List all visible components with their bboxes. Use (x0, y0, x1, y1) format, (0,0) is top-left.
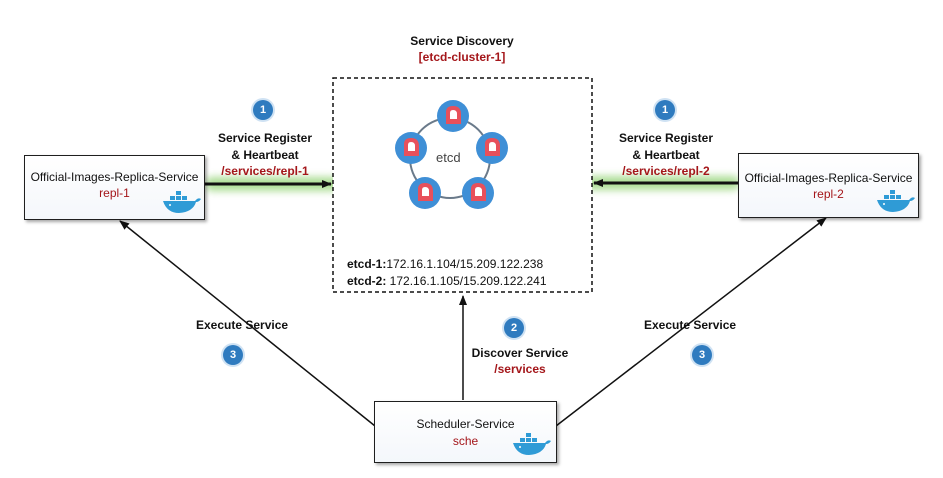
etcd-node-2: etcd-2: 172.16.1.105/15.209.122.241 (347, 274, 547, 288)
register-label-line2: & Heartbeat (632, 148, 700, 162)
etcd-node-icon (395, 132, 427, 164)
step-number-badge: 3 (692, 345, 712, 365)
etcd-node-1-address: 172.16.1.104/15.209.122.238 (386, 257, 544, 271)
register-path: /services/repl-2 (622, 164, 710, 178)
etcd-node-1: etcd-1:172.16.1.104/15.209.122.238 (347, 257, 543, 271)
docker-whale-icon (513, 433, 551, 455)
etcd-node-2-label: etcd-2: (347, 274, 387, 288)
etcd-cluster-icon (395, 100, 508, 209)
etcd-logo-label: etcd (436, 150, 461, 165)
service-name: Scheduler-Service (416, 417, 515, 431)
register-label-line1: Service Register (217, 131, 313, 145)
service-box-repl-1[interactable]: Official-Images-Replica-Service repl-1 (24, 155, 205, 220)
etcd-cluster-name: [etcd-cluster-1] (418, 50, 506, 64)
service-box-repl-2[interactable]: Official-Images-Replica-Service repl-2 (738, 153, 919, 218)
step-number-badge: 3 (223, 345, 243, 365)
service-discovery-title: Service Discovery (410, 34, 514, 48)
docker-whale-icon (877, 190, 915, 212)
etcd-node-icon (437, 100, 469, 132)
etcd-node-1-label: etcd-1: (347, 257, 387, 271)
discover-label: Discover Service (471, 346, 569, 360)
discover-path: /services (494, 362, 546, 376)
register-label-line1: Service Register (618, 131, 714, 145)
step-number-badge: 1 (655, 100, 675, 120)
step-number-badge: 2 (504, 318, 524, 338)
service-id: repl-2 (813, 187, 844, 201)
service-name: Official-Images-Replica-Service (744, 171, 913, 185)
execute-label-left: Execute Service (196, 318, 289, 332)
service-id: repl-1 (99, 186, 130, 200)
execute-arrow-left (119, 220, 376, 427)
etcd-node-icon (409, 177, 441, 209)
execute-arrow-right (555, 217, 827, 427)
step-number-badge: 1 (253, 100, 273, 120)
service-id: sche (452, 434, 479, 448)
etcd-node-icon (476, 132, 508, 164)
register-label-line2: & Heartbeat (231, 148, 299, 162)
service-name: Official-Images-Replica-Service (30, 170, 199, 184)
service-box-scheduler[interactable]: Scheduler-Service sche (374, 401, 557, 463)
etcd-node-icon (462, 177, 494, 209)
execute-label-right: Execute Service (644, 318, 737, 332)
etcd-node-2-address: 172.16.1.105/15.209.122.241 (386, 274, 547, 288)
docker-whale-icon (163, 191, 201, 213)
register-path: /services/repl-1 (221, 164, 309, 178)
